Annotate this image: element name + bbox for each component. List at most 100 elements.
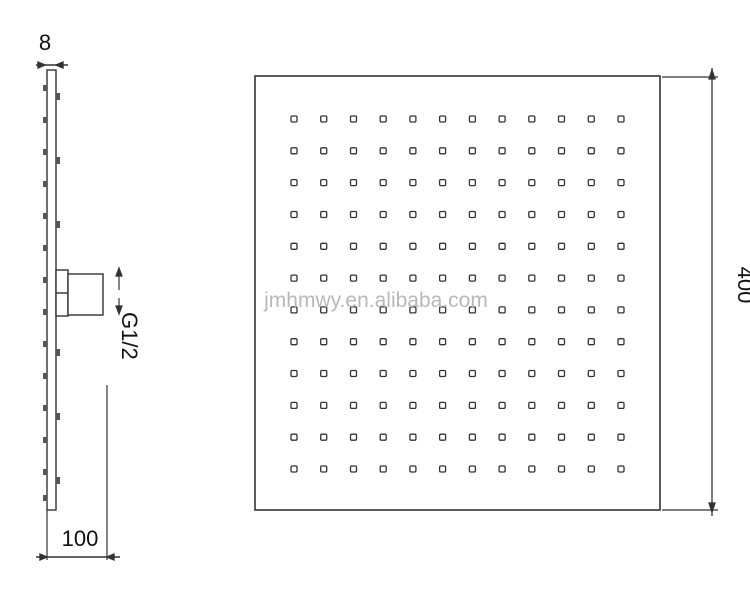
nozzle <box>409 178 417 187</box>
nozzle <box>498 178 506 187</box>
nozzle <box>557 465 566 473</box>
nozzle <box>498 433 506 441</box>
nozzle <box>379 433 387 441</box>
nozzle <box>438 147 447 155</box>
nozzle <box>409 147 417 155</box>
nozzle <box>587 210 595 219</box>
nozzle <box>557 115 566 123</box>
watermark-text: jmhmwy.en.alibaba.com <box>263 289 488 312</box>
side-nozzle-nub <box>56 349 60 356</box>
nozzle <box>498 210 506 219</box>
nozzle <box>290 178 298 187</box>
side-nozzle-nub <box>56 221 60 228</box>
nozzle <box>320 338 328 346</box>
nozzle <box>528 433 536 441</box>
side-nozzle-nub <box>43 149 47 155</box>
nozzle <box>468 369 477 378</box>
nozzle <box>498 369 506 378</box>
nozzle <box>498 274 506 282</box>
nozzle <box>587 147 595 155</box>
nozzle <box>528 115 536 123</box>
nozzle <box>379 369 387 378</box>
nozzle <box>617 369 625 378</box>
nozzle <box>557 338 566 346</box>
nozzle <box>617 401 625 410</box>
nozzle <box>468 115 477 123</box>
nozzle <box>379 210 387 219</box>
nozzle <box>320 210 328 219</box>
nozzle <box>587 274 595 282</box>
nozzle <box>349 465 358 473</box>
nozzle <box>587 242 595 250</box>
nozzle <box>468 210 477 219</box>
nozzle <box>379 306 387 314</box>
nozzle <box>409 306 417 314</box>
nozzle <box>617 306 625 314</box>
nozzle <box>468 274 477 282</box>
side-nozzle-nub <box>43 277 47 283</box>
nozzle <box>320 433 328 441</box>
nozzle <box>409 274 417 282</box>
nozzle <box>438 338 447 346</box>
side-nozzle-nub <box>43 373 47 379</box>
nozzle <box>557 306 566 314</box>
nozzle <box>468 338 477 346</box>
nozzle <box>320 178 328 187</box>
nozzle <box>528 338 536 346</box>
nozzle <box>290 338 298 346</box>
nozzle <box>349 115 358 123</box>
thickness-dimension-arrows <box>36 60 68 70</box>
nozzle <box>438 369 447 378</box>
nozzle <box>438 210 447 219</box>
connection-arrow <box>115 266 123 316</box>
nozzle <box>379 338 387 346</box>
side-nozzle-nub <box>56 413 60 420</box>
nozzle <box>587 306 595 314</box>
connection-arm <box>55 269 104 317</box>
nozzle <box>379 147 387 155</box>
nozzle <box>557 401 566 410</box>
nozzle <box>617 210 625 219</box>
nozzle <box>528 465 536 473</box>
nozzle <box>557 178 566 187</box>
nozzle <box>498 401 506 410</box>
nozzle <box>528 210 536 219</box>
nozzle <box>409 433 417 441</box>
nozzle <box>409 210 417 219</box>
nozzle <box>617 147 625 155</box>
nozzle <box>498 306 506 314</box>
depth-dimension-arrows <box>36 552 120 562</box>
nozzle <box>349 274 358 282</box>
nozzle <box>438 115 447 123</box>
nozzle <box>409 338 417 346</box>
nozzle <box>349 369 358 378</box>
nozzle <box>349 338 358 346</box>
nozzle <box>498 465 506 473</box>
nozzle <box>438 178 447 187</box>
side-nozzle-nub <box>43 85 47 91</box>
nozzle <box>379 401 387 410</box>
nozzle <box>320 401 328 410</box>
nozzle <box>498 115 506 123</box>
nozzle <box>528 242 536 250</box>
nozzle <box>409 369 417 378</box>
nozzle <box>349 433 358 441</box>
side-nozzle-nub <box>56 477 60 484</box>
nozzle <box>290 115 298 123</box>
nozzle <box>349 401 358 410</box>
side-nozzle-nub <box>43 437 47 443</box>
nozzle <box>320 465 328 473</box>
nozzle <box>438 242 447 250</box>
side-nozzle-nub <box>56 93 60 100</box>
nozzle <box>587 401 595 410</box>
nozzle <box>528 178 536 187</box>
side-nozzle-nub <box>43 495 47 501</box>
nozzle <box>587 465 595 473</box>
nozzle <box>617 242 625 250</box>
nozzle <box>468 401 477 410</box>
size-dimension-lines <box>662 67 718 516</box>
side-plate <box>46 69 57 511</box>
nozzle <box>468 306 477 314</box>
nozzle <box>498 242 506 250</box>
nozzle <box>587 115 595 123</box>
